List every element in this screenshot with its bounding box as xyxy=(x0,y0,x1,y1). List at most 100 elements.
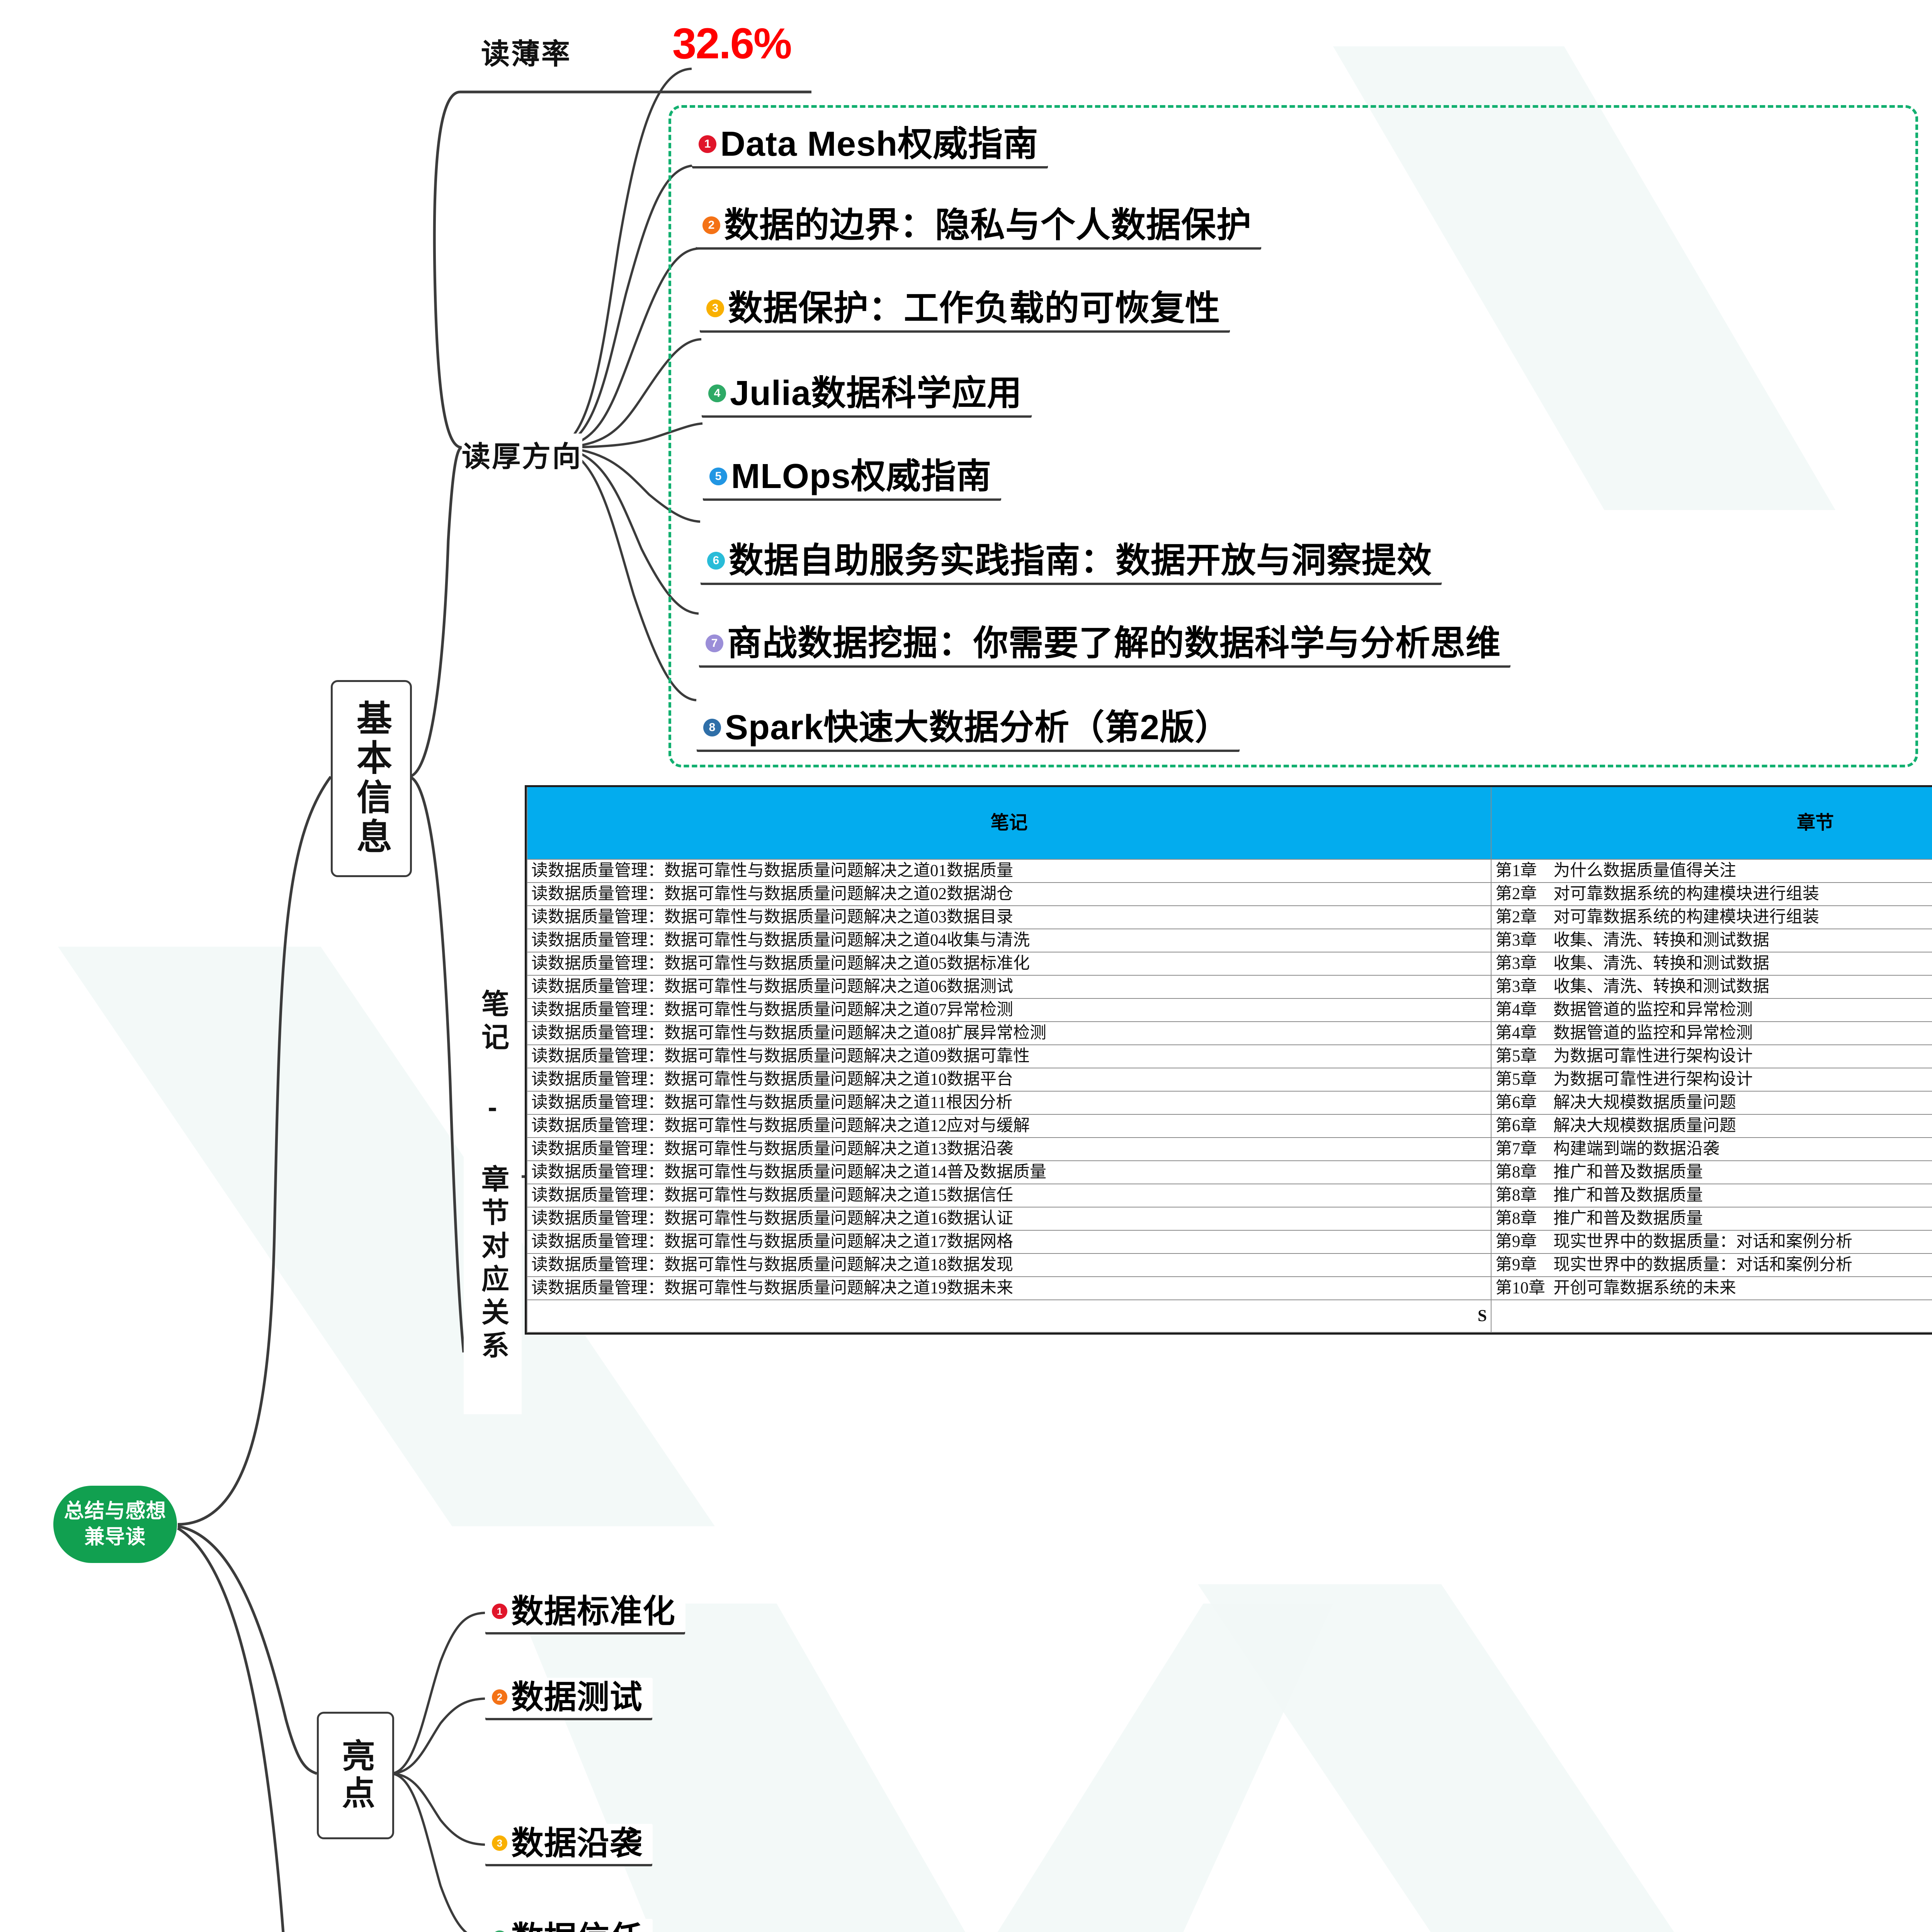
table-row: 读数据质量管理：数据可靠性与数据质量问题解决之道13数据沿袭第7章构建端到端的数… xyxy=(526,1137,1932,1161)
cell-note: 读数据质量管理：数据可靠性与数据质量问题解决之道14普及数据质量 xyxy=(526,1160,1492,1184)
book-title: Spark快速大数据分析（第2版） xyxy=(725,708,1230,747)
cell-chapter: 第7章构建端到端的数据沿袭 xyxy=(1491,1137,1932,1161)
table-row: 读数据质量管理：数据可靠性与数据质量问题解决之道12应对与缓解第6章解决大规模数… xyxy=(526,1114,1932,1138)
cell-chapter: 第9章现实世界中的数据质量：对话和案例分析 xyxy=(1491,1230,1932,1254)
column-header-chapter: 章节 xyxy=(1491,787,1932,860)
cell-note: 读数据质量管理：数据可靠性与数据质量问题解决之道09数据可靠性 xyxy=(526,1044,1492,1068)
cell-chapter: 第6章解决大规模数据质量问题 xyxy=(1491,1091,1932,1115)
badge-number: 4 xyxy=(492,1930,507,1932)
list-item-book[interactable]: 8 Spark快速大数据分析（第2版） xyxy=(696,707,1240,750)
cell-chapter: 第3章收集、清洗、转换和测试数据 xyxy=(1491,929,1932,952)
label-thick-read-direction[interactable]: 读厚方向 xyxy=(462,434,582,475)
cell-chapter: 第1章为什么数据质量值得关注 xyxy=(1491,859,1932,883)
cell-note: 读数据质量管理：数据可靠性与数据质量问题解决之道13数据沿袭 xyxy=(526,1137,1492,1161)
label-notes-chapter-mapping[interactable]: 笔记 - 章节对应关系 xyxy=(464,939,522,1414)
table-row: 读数据质量管理：数据可靠性与数据质量问题解决之道11根因分析第6章解决大规模数据… xyxy=(526,1091,1932,1115)
label-thin-read-rate: 读薄率 xyxy=(481,31,571,72)
badge-number: 3 xyxy=(492,1835,507,1851)
book-title: 数据的边界：隐私与个人数据保护 xyxy=(724,206,1252,245)
footer-note-cell: S xyxy=(526,1299,1492,1333)
table-body: 读数据质量管理：数据可靠性与数据质量问题解决之道01数据质量第1章为什么数据质量… xyxy=(526,859,1932,1300)
badge-number: 1 xyxy=(699,135,716,153)
table-row: 读数据质量管理：数据可靠性与数据质量问题解决之道14普及数据质量第8章推广和普及… xyxy=(526,1160,1932,1184)
cell-chapter: 第6章解决大规模数据质量问题 xyxy=(1491,1114,1932,1138)
highlight-text: 数据信任 xyxy=(511,1922,643,1932)
badge-number: 3 xyxy=(706,299,724,317)
table-row: 读数据质量管理：数据可靠性与数据质量问题解决之道04收集与清洗第3章收集、清洗、… xyxy=(526,929,1932,952)
thick-read-group-outline xyxy=(668,105,1918,767)
cell-note: 读数据质量管理：数据可靠性与数据质量问题解决之道04收集与清洗 xyxy=(526,929,1492,952)
cell-chapter: 第3章收集、清洗、转换和测试数据 xyxy=(1491,952,1932,976)
cell-chapter: 第4章数据管道的监控和异常检测 xyxy=(1491,1021,1932,1045)
list-item-highlight[interactable]: 3 数据沿袭 xyxy=(485,1824,653,1864)
book-title: 数据自助服务实践指南：数据开放与洞察提效 xyxy=(729,541,1432,580)
cell-note: 读数据质量管理：数据可靠性与数据质量问题解决之道10数据平台 xyxy=(526,1068,1492,1092)
list-item-book[interactable]: 7 商战数据挖掘：你需要了解的数据科学与分析思维 xyxy=(699,623,1511,665)
list-item-book[interactable]: 5 MLOps权威指南 xyxy=(702,456,1002,498)
cell-chapter: 第8章推广和普及数据质量 xyxy=(1491,1160,1932,1184)
list-item-book[interactable]: 4 Julia数据科学应用 xyxy=(701,373,1032,415)
cell-chapter: 第4章数据管道的监控和异常检测 xyxy=(1491,998,1932,1022)
badge-number: 2 xyxy=(702,216,720,234)
root-node[interactable]: 总结与感想 兼导读 xyxy=(53,1486,177,1563)
badge-number: 6 xyxy=(707,552,725,570)
highlight-text: 数据测试 xyxy=(511,1679,643,1715)
badge-number: 4 xyxy=(708,384,726,402)
badge-number: 2 xyxy=(492,1689,507,1705)
cell-note: 读数据质量管理：数据可靠性与数据质量问题解决之道12应对与缓解 xyxy=(526,1114,1492,1138)
list-item-book[interactable]: 3 数据保护：工作负载的可恢复性 xyxy=(699,288,1230,330)
cell-chapter: 第8章推广和普及数据质量 xyxy=(1491,1184,1932,1208)
list-item-book[interactable]: 2 数据的边界：隐私与个人数据保护 xyxy=(696,205,1262,247)
table-row: 读数据质量管理：数据可靠性与数据质量问题解决之道09数据可靠性第5章为数据可靠性… xyxy=(526,1044,1932,1068)
table-row: 读数据质量管理：数据可靠性与数据质量问题解决之道19数据未来第10章开创可靠数据… xyxy=(526,1276,1932,1300)
table-row: 读数据质量管理：数据可靠性与数据质量问题解决之道08扩展异常检测第4章数据管道的… xyxy=(526,1021,1932,1045)
table-row: 读数据质量管理：数据可靠性与数据质量问题解决之道01数据质量第1章为什么数据质量… xyxy=(526,859,1932,883)
badge-number: 1 xyxy=(492,1604,507,1619)
book-title: Data Mesh权威指南 xyxy=(720,125,1039,163)
book-title: 数据保护：工作负载的可恢复性 xyxy=(728,289,1220,328)
value-thin-read-rate: 32.6% xyxy=(672,19,792,68)
table-footer-row: S 总计 61295 S xyxy=(526,1299,1932,1333)
cell-note: 读数据质量管理：数据可靠性与数据质量问题解决之道07异常检测 xyxy=(526,998,1492,1022)
cell-chapter: 第8章推广和普及数据质量 xyxy=(1491,1207,1932,1231)
cell-note: 读数据质量管理：数据可靠性与数据质量问题解决之道08扩展异常检测 xyxy=(526,1021,1492,1045)
branch-basic-info[interactable]: 基本信息 xyxy=(331,680,412,877)
badge-number: 8 xyxy=(703,719,721,736)
cell-chapter: 第5章为数据可靠性进行架构设计 xyxy=(1491,1044,1932,1068)
cell-note: 读数据质量管理：数据可靠性与数据质量问题解决之道03数据目录 xyxy=(526,905,1492,929)
cell-note: 读数据质量管理：数据可靠性与数据质量问题解决之道01数据质量 xyxy=(526,859,1492,883)
column-header-note: 笔记 xyxy=(526,787,1492,860)
table-row: 读数据质量管理：数据可靠性与数据质量问题解决之道17数据网格第9章现实世界中的数… xyxy=(526,1230,1932,1254)
table-row: 读数据质量管理：数据可靠性与数据质量问题解决之道16数据认证第8章推广和普及数据… xyxy=(526,1207,1932,1231)
table-row: 读数据质量管理：数据可靠性与数据质量问题解决之道07异常检测第4章数据管道的监控… xyxy=(526,998,1932,1022)
highlight-text: 数据沿袭 xyxy=(511,1825,643,1861)
notes-chapter-table[interactable]: 笔记 章节 字数 发布日期 2024年 读数据质量管理：数据可靠性与数据质量问题… xyxy=(525,785,1932,1335)
table-row: 读数据质量管理：数据可靠性与数据质量问题解决之道10数据平台第5章为数据可靠性进… xyxy=(526,1068,1932,1092)
table-row: 读数据质量管理：数据可靠性与数据质量问题解决之道18数据发现第9章现实世界中的数… xyxy=(526,1253,1932,1277)
book-title: MLOps权威指南 xyxy=(731,457,992,496)
cell-chapter: 第3章收集、清洗、转换和测试数据 xyxy=(1491,975,1932,999)
cell-note: 读数据质量管理：数据可靠性与数据质量问题解决之道05数据标准化 xyxy=(526,952,1492,976)
table-row: 读数据质量管理：数据可靠性与数据质量问题解决之道05数据标准化第3章收集、清洗、… xyxy=(526,952,1932,976)
list-item-highlight[interactable]: 4 数据信任 xyxy=(485,1919,653,1932)
table-row: 读数据质量管理：数据可靠性与数据质量问题解决之道02数据湖仓第2章对可靠数据系统… xyxy=(526,882,1932,906)
table-row: 读数据质量管理：数据可靠性与数据质量问题解决之道15数据信任第8章推广和普及数据… xyxy=(526,1184,1932,1208)
cell-chapter: 第2章对可靠数据系统的构建模块进行组装 xyxy=(1491,882,1932,906)
cell-chapter: 第9章现实世界中的数据质量：对话和案例分析 xyxy=(1491,1253,1932,1277)
table-header-row: 笔记 章节 字数 发布日期 2024年 xyxy=(526,787,1932,860)
cell-chapter: 第5章为数据可靠性进行架构设计 xyxy=(1491,1068,1932,1092)
list-item-book[interactable]: 6 数据自助服务实践指南：数据开放与洞察提效 xyxy=(700,540,1442,583)
list-item-book[interactable]: 1 Data Mesh权威指南 xyxy=(692,124,1049,166)
list-item-highlight[interactable]: 2 数据测试 xyxy=(485,1678,653,1718)
book-title: Julia数据科学应用 xyxy=(730,374,1022,413)
cell-chapter: 第2章对可靠数据系统的构建模块进行组装 xyxy=(1491,905,1932,929)
root-title-line2: 兼导读 xyxy=(84,1526,146,1548)
list-item-highlight[interactable]: 1 数据标准化 xyxy=(485,1592,686,1632)
badge-number: 5 xyxy=(709,468,727,485)
branch-highlights[interactable]: 亮点 xyxy=(317,1712,394,1839)
table-row: 读数据质量管理：数据可靠性与数据质量问题解决之道06数据测试第3章收集、清洗、转… xyxy=(526,975,1932,999)
cell-note: 读数据质量管理：数据可靠性与数据质量问题解决之道11根因分析 xyxy=(526,1091,1492,1115)
highlight-text: 数据标准化 xyxy=(511,1593,676,1629)
